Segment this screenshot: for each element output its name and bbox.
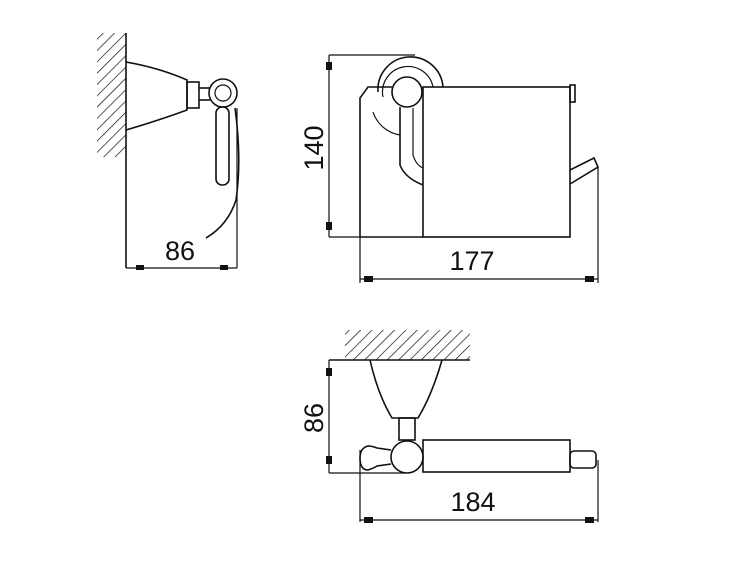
dimension-label-front-height: 140 [299, 125, 329, 170]
arm [399, 107, 424, 186]
paper-cover [422, 86, 571, 238]
dimension-label-front-width: 177 [449, 246, 494, 276]
end-knob [359, 445, 392, 471]
collar [186, 81, 200, 109]
paper-roll [422, 439, 571, 473]
roll-pin [569, 450, 597, 469]
rosette [377, 56, 444, 93]
dimension-label-side-depth: 86 [165, 236, 195, 266]
pivot [391, 76, 423, 108]
wall-base [125, 61, 188, 131]
cover-arc [205, 107, 240, 239]
back-plate [359, 86, 392, 237]
wall-hatch [97, 33, 126, 157]
cover-tip [569, 84, 576, 103]
front-view: 140 177 [299, 54, 600, 283]
top-view: 86 184 [299, 330, 599, 523]
collar [398, 417, 416, 441]
pivot-ring [208, 78, 238, 108]
pivot-ball [390, 440, 424, 474]
wall-hatch [345, 330, 470, 360]
dimension-label-top-depth: 86 [299, 403, 329, 433]
dimension-label-top-width: 184 [450, 487, 495, 517]
lever [569, 156, 600, 185]
wall-base [369, 359, 443, 419]
arm [215, 106, 230, 186]
side-view: 86 [97, 33, 240, 270]
